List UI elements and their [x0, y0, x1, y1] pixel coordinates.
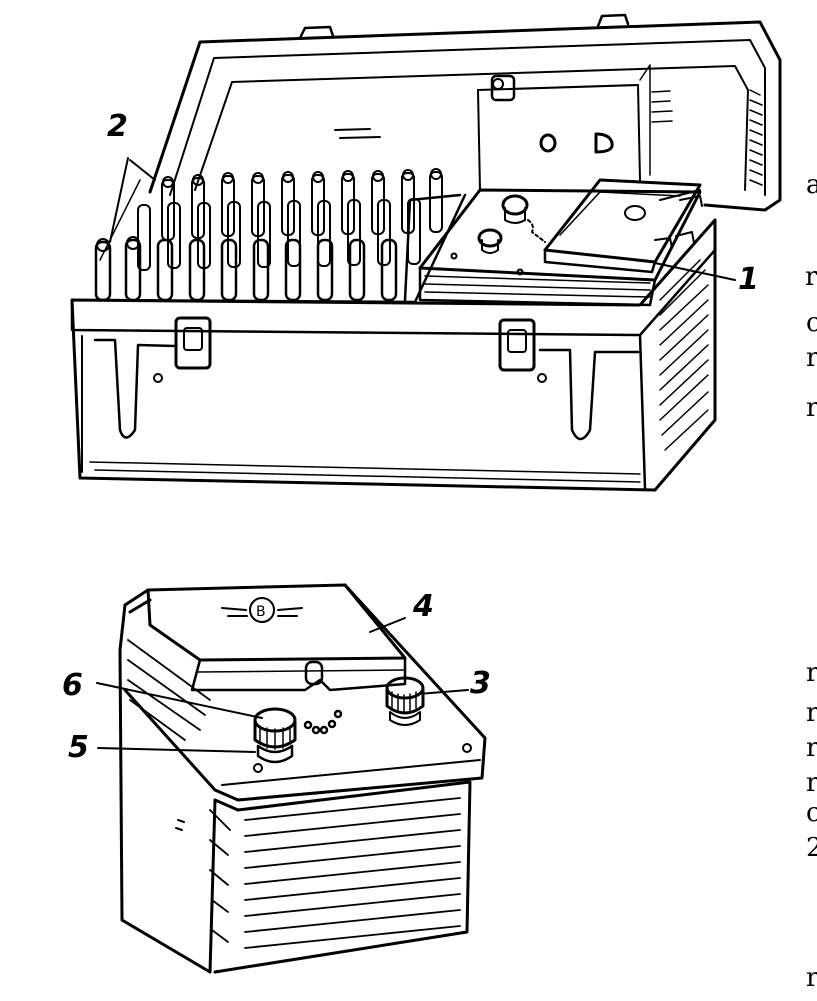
margin-glyph: r: [806, 963, 817, 993]
case-body: [70, 218, 717, 492]
tube-rack: [93, 168, 467, 304]
lid-stamp: B: [256, 604, 266, 620]
closed-box: B: [96, 583, 487, 974]
open-case: [70, 13, 782, 492]
label-1: 1: [738, 262, 759, 297]
instrument-panel: [418, 178, 703, 307]
label-4: 4: [413, 589, 434, 624]
margin-glyph: r: [806, 768, 817, 798]
margin-glyph: c: [806, 798, 817, 828]
label-3: 3: [470, 666, 491, 701]
margin-glyph: c: [806, 308, 817, 338]
box-body: B: [118, 583, 487, 974]
label-6: 6: [62, 668, 83, 703]
margin-glyph: a: [806, 170, 817, 200]
margin-glyph: r: [806, 658, 817, 688]
margin-glyph: r: [806, 393, 817, 423]
case-lid: [148, 13, 782, 212]
leader-lines-top: [109, 157, 736, 281]
label-5: 5: [68, 730, 89, 765]
leader-lines-bottom: [96, 617, 469, 753]
margin-glyph: 2: [806, 833, 817, 863]
margin-glyph: r: [806, 698, 817, 728]
margin-glyph: r: [806, 343, 817, 373]
margin-glyph: r: [806, 733, 817, 763]
margin-glyph: r: [805, 262, 817, 292]
label-2: 2: [107, 109, 128, 144]
